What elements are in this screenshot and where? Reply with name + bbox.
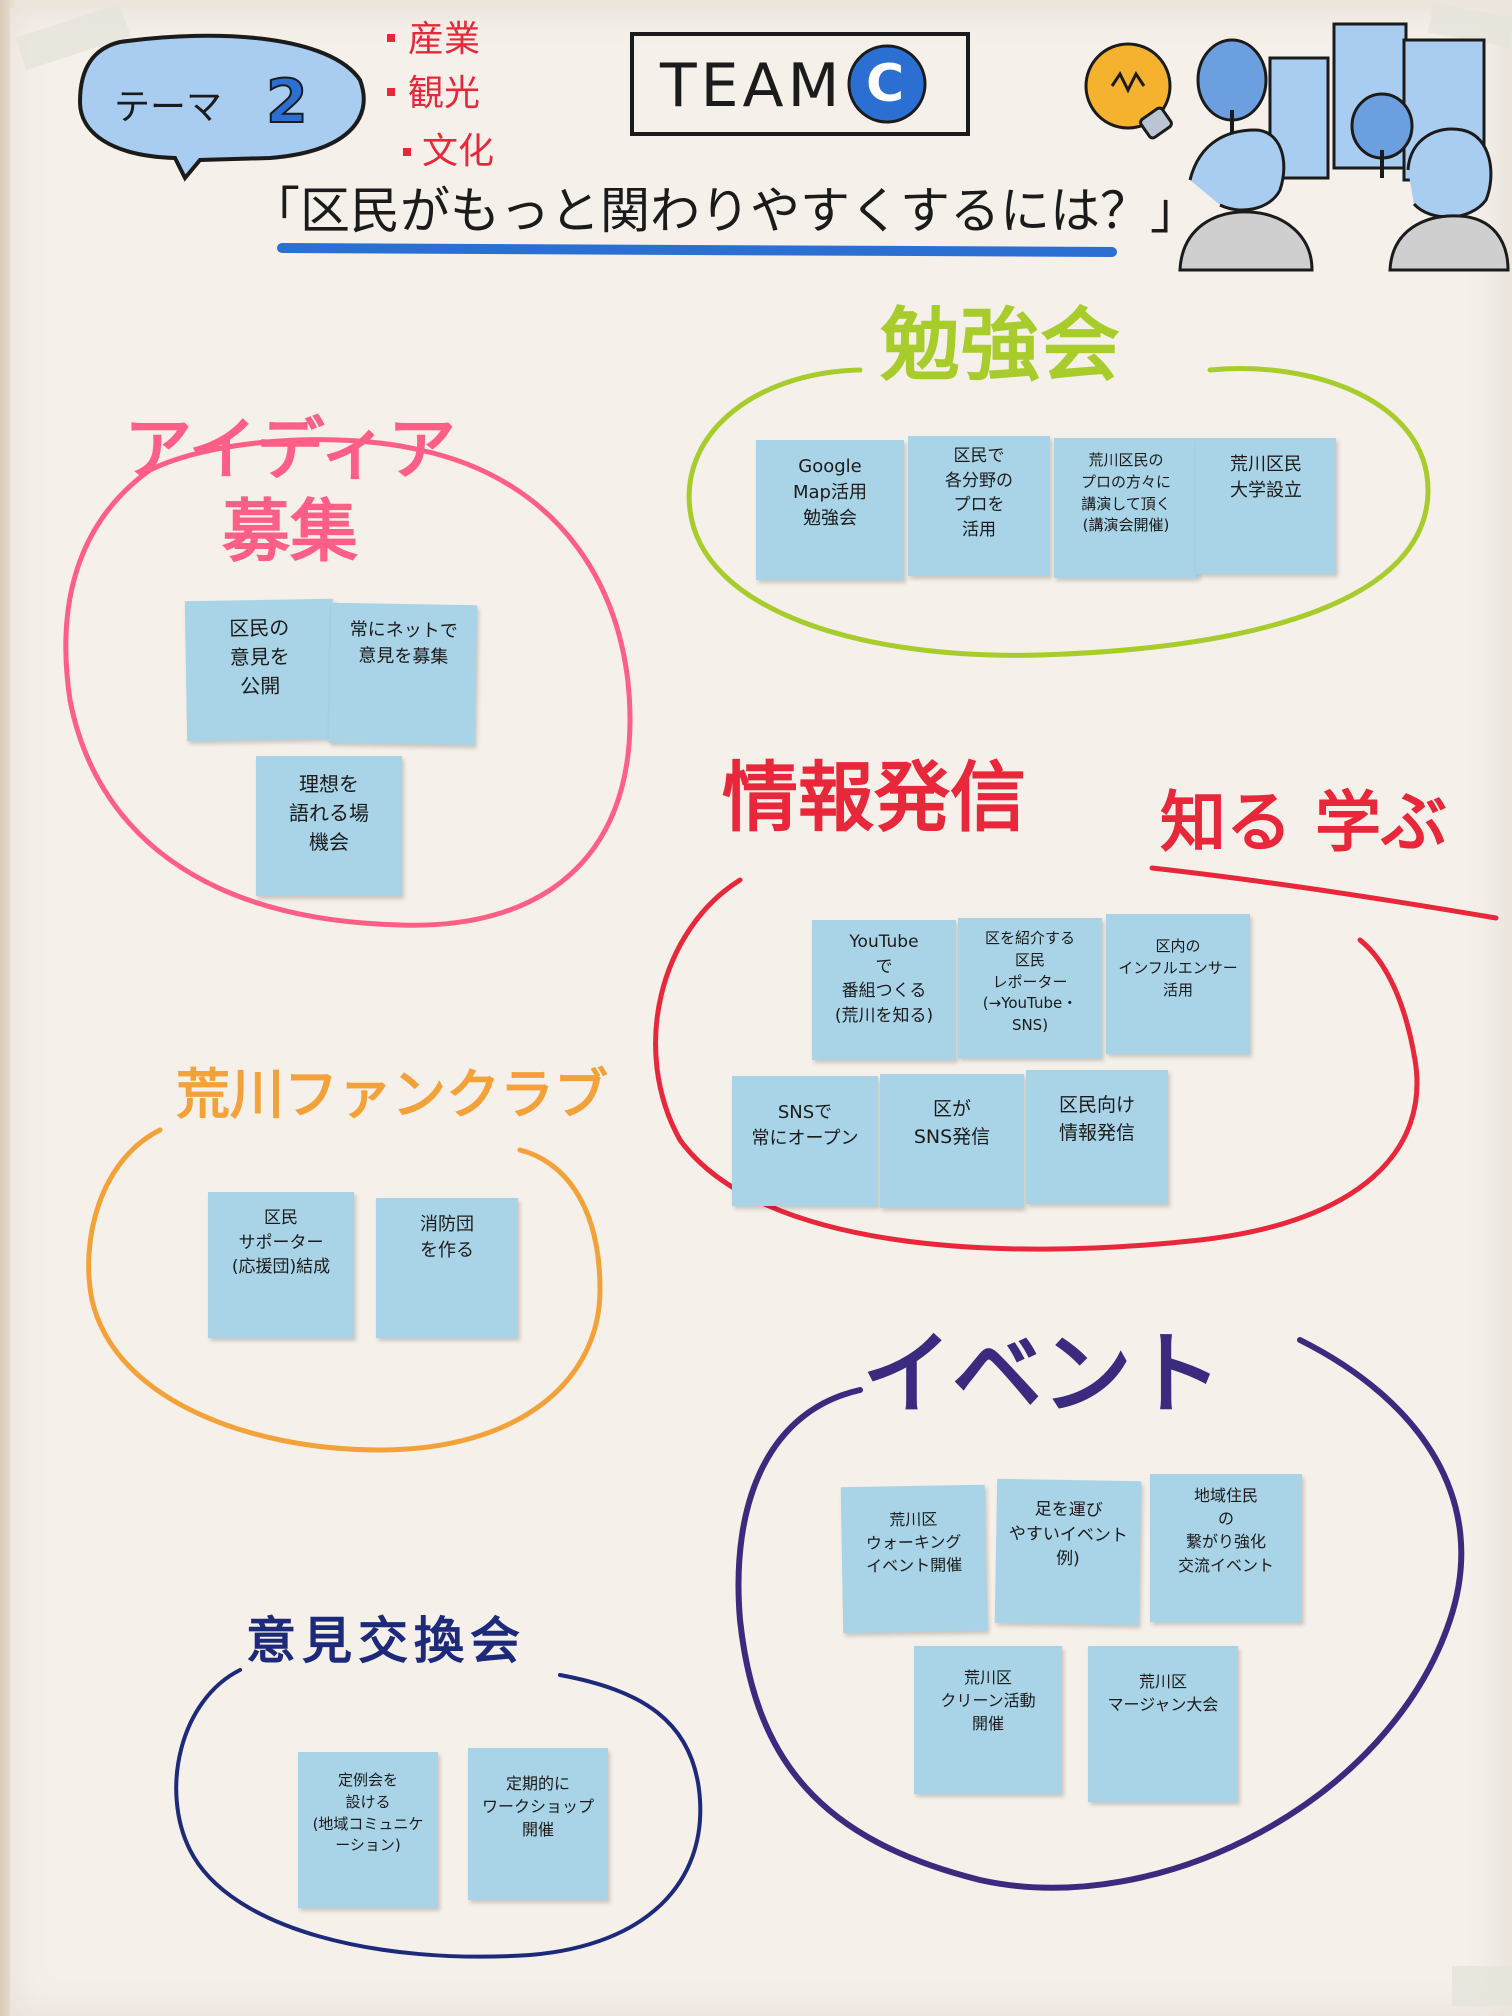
exchange-cluster-circle — [174, 1668, 703, 1959]
sticky-note: 定期的に ワークショップ 開催 — [468, 1748, 608, 1900]
sticky-note: 区民の 意見を 公開 — [184, 598, 336, 742]
team-letter: C — [866, 54, 905, 114]
topic-tourism: 観光 — [408, 73, 481, 114]
tape-bottom-right — [1452, 1966, 1512, 2006]
sticky-note: 常にネットで 意見を募集 — [328, 602, 478, 746]
theme-bubble — [77, 33, 366, 182]
sticky-note: 区民で 各分野の プロを 活用 — [908, 436, 1050, 576]
event-cluster-title: イベント — [862, 1322, 1222, 1427]
tree-icon — [1196, 38, 1414, 178]
info-cluster-circle — [653, 877, 1420, 1252]
topic-culture: 文化 — [422, 131, 495, 172]
topic-bullet — [387, 88, 395, 96]
sticky-note: 定例会を 設ける (地域コミュニケーション) — [298, 1752, 438, 1908]
fan-cluster-circle — [86, 1127, 603, 1453]
team-label: TEAM — [660, 51, 844, 121]
study-cluster-circle — [686, 366, 1431, 658]
idea-cluster-circle — [63, 437, 633, 928]
info-subtitle-underline — [1149, 865, 1499, 921]
sticky-note: YouTube で 番組つくる (荒川を知る) — [812, 920, 956, 1060]
sticky-note: 区内の インフルエンサー 活用 — [1106, 914, 1250, 1054]
sticky-note: 荒川区 マージャン大会 — [1088, 1646, 1238, 1802]
theme-label: テーマ — [114, 87, 223, 128]
sticky-note: 地域住民 の 繋がり強化 交流イベント — [1150, 1474, 1302, 1622]
poster-paper — [10, 8, 1504, 2016]
sticky-note: 荒川区 ウォーキング イベント開催 — [840, 1484, 988, 1634]
person-icon — [1178, 127, 1510, 272]
sticky-note: 理想を 語れる場 機会 — [256, 756, 402, 896]
study-cluster-title: 勉強会 — [880, 299, 1120, 392]
exchange-cluster-title: 意見交換会 — [246, 1612, 526, 1670]
sticky-note: 区民 サポーター (応援団)結成 — [208, 1192, 354, 1338]
sticky-note: 足を運び やすいイベント 例) — [994, 1478, 1142, 1626]
question-underline — [277, 243, 1117, 257]
lightbulb-icon — [1084, 42, 1173, 140]
event-cluster-circle — [735, 1337, 1465, 1891]
topic-bullet — [387, 34, 395, 42]
topic-bullet — [403, 148, 411, 156]
sticky-note: 消防団 を作る — [376, 1198, 518, 1338]
sticky-note: 区民向け 情報発信 — [1026, 1070, 1168, 1204]
info-cluster-subtitle: 知る 学ぶ — [1160, 784, 1447, 861]
question-title: 「区民がもっと関わりやすくするには？」 — [250, 182, 1200, 240]
team-letter-circle — [847, 44, 927, 124]
idea-cluster-title: アイディア募集 — [124, 411, 456, 572]
sticky-note: 荒川区民 大学設立 — [1196, 438, 1336, 574]
sticky-note: Google Map活用 勉強会 — [756, 440, 904, 580]
info-cluster-title: 情報発信 — [722, 753, 1026, 842]
fan-cluster-title: 荒川ファンクラブ — [176, 1063, 608, 1126]
sticky-note: 荒川区 クリーン活動 開催 — [914, 1646, 1062, 1794]
theme-number: 2 — [265, 67, 309, 137]
sticky-note: SNSで 常にオープン — [732, 1076, 878, 1206]
sticky-note: 荒川区民の プロの方々に 講演して頂く (講演会開催) — [1054, 438, 1198, 578]
topic-industry: 産業 — [408, 19, 481, 60]
team-box — [630, 32, 970, 136]
sticky-note: 区が SNS発信 — [880, 1074, 1024, 1208]
sticky-note: 区を紹介する 区民 レポーター (→YouTube・SNS) — [958, 918, 1102, 1058]
